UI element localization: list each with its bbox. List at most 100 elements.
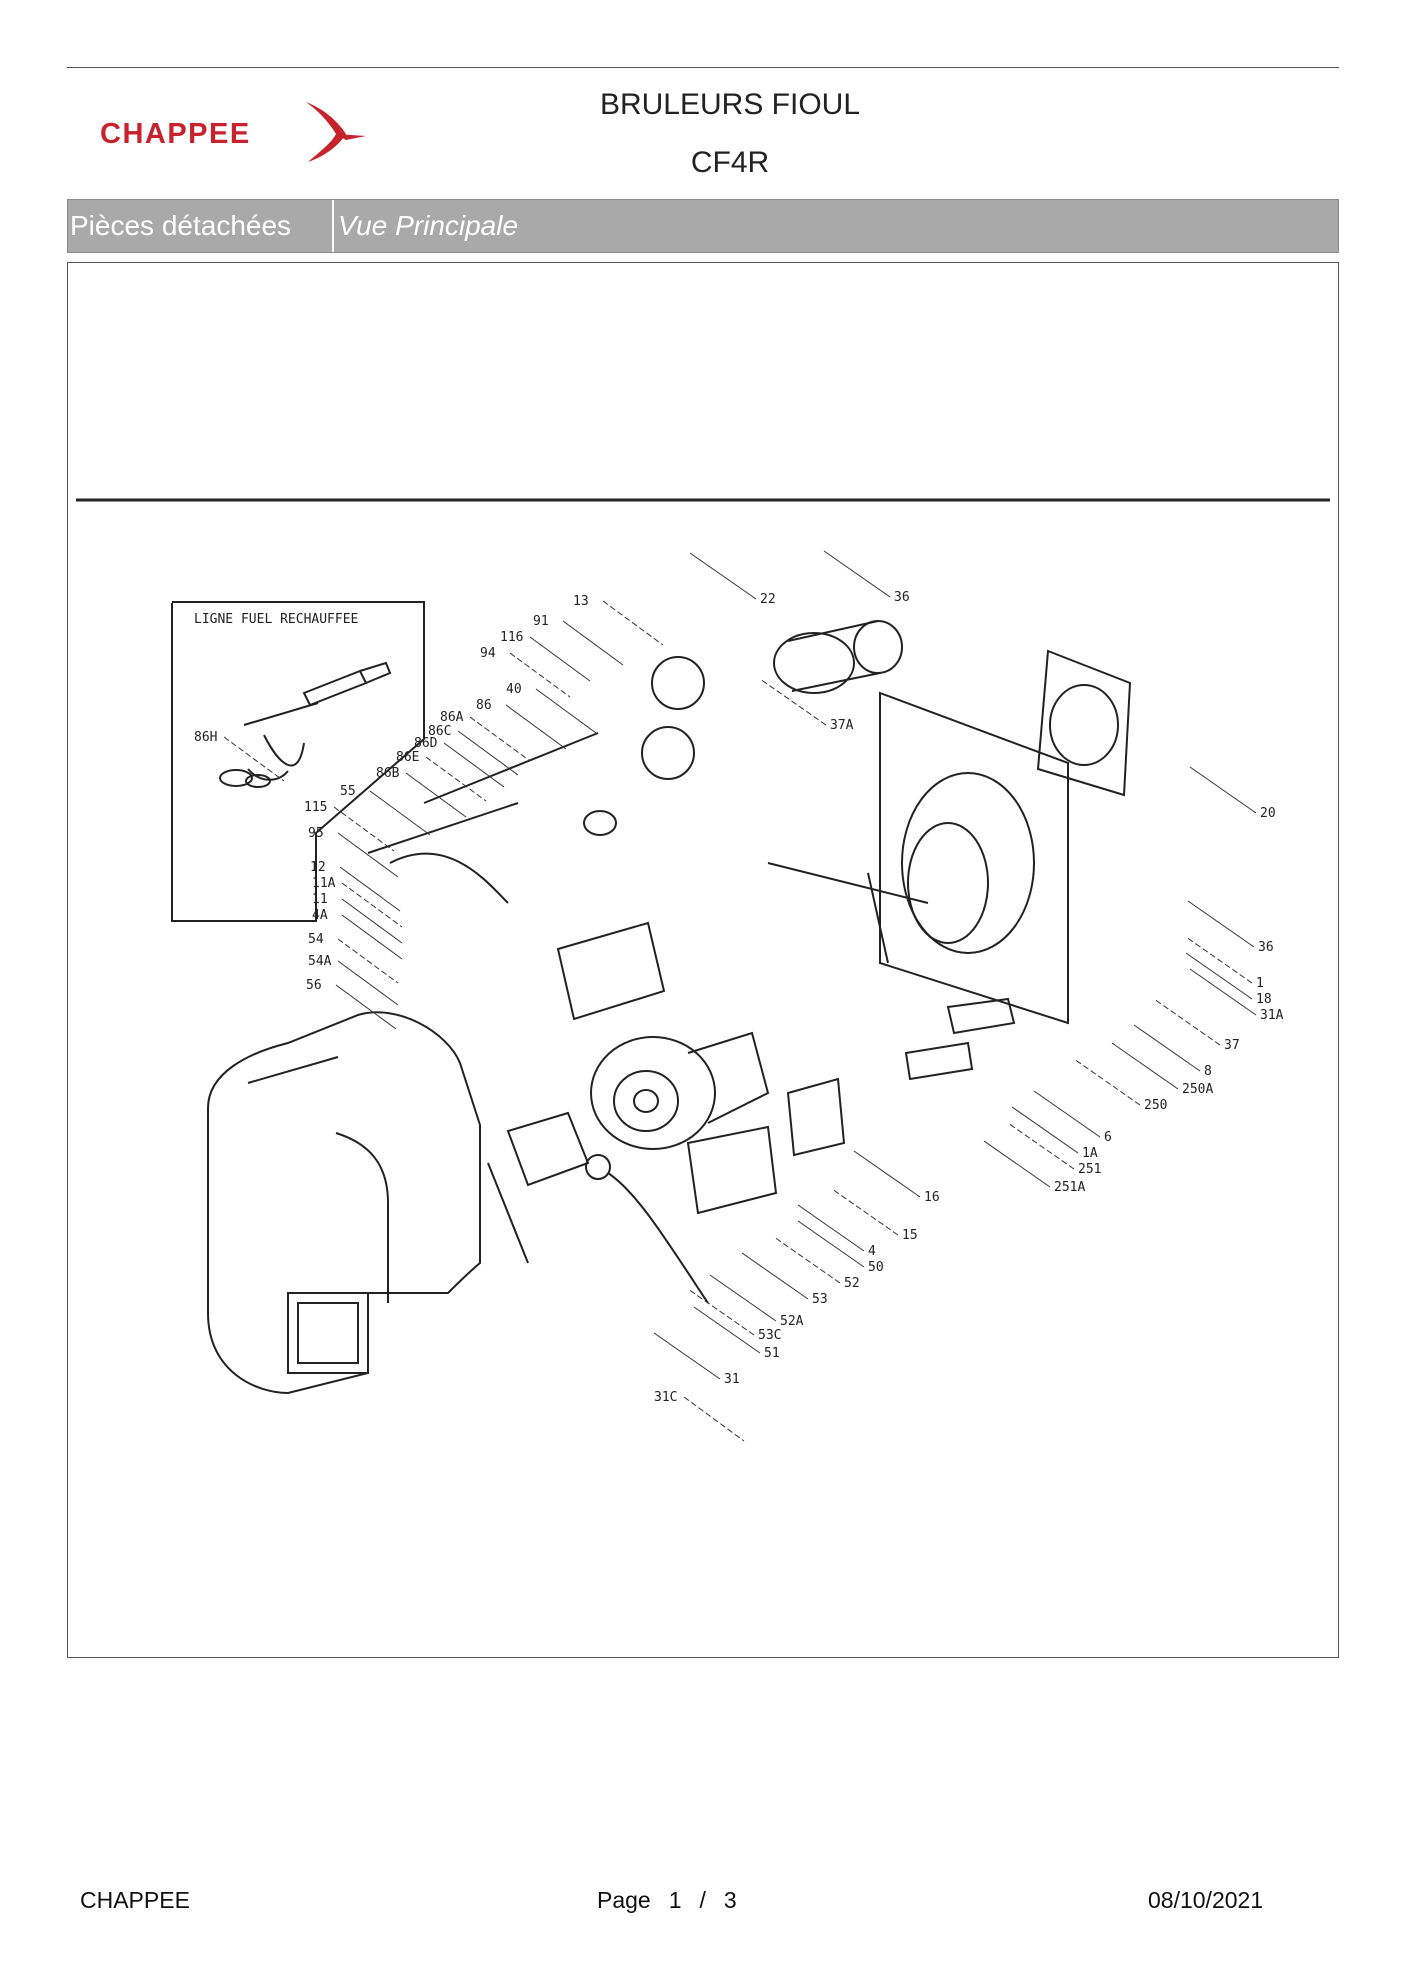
- flange-plate: [1036, 649, 1132, 797]
- callout-label: 54: [308, 932, 324, 947]
- top-rule: [67, 67, 1339, 68]
- callout-label: 36: [894, 590, 910, 605]
- callout-label: 53C: [758, 1328, 781, 1343]
- exploded-view-drawing: LIGNE FUEL RECHAUFFEE: [76, 498, 1330, 1442]
- callout-label: 53: [812, 1292, 828, 1307]
- inset-box: [171, 601, 425, 922]
- burner-cover: [207, 1011, 481, 1395]
- callout-label: 1A: [1082, 1146, 1098, 1161]
- callout-label: 6: [1104, 1130, 1112, 1145]
- callout-label: 13: [573, 594, 589, 609]
- callout-label: 86D: [414, 736, 438, 751]
- blast-tube: [773, 620, 903, 694]
- callout-label: 51: [764, 1346, 780, 1361]
- callout-label: 50: [868, 1260, 884, 1275]
- footer-brand: CHAPPEE: [80, 1887, 190, 1913]
- callout-label: 86H: [194, 730, 217, 745]
- callout-leader-line: [823, 550, 891, 598]
- callout-leader-line: [653, 1332, 721, 1380]
- callout-label: 12: [310, 860, 326, 875]
- callout-leader-line: [1189, 766, 1257, 814]
- callout-leader-line: [773, 1236, 841, 1284]
- callout-leader-line: [1007, 1122, 1075, 1170]
- callout-label: 36: [1258, 940, 1274, 955]
- footer-date: 08/10/2021: [1148, 1887, 1264, 1913]
- callout-leader-line: [1153, 998, 1221, 1046]
- callout-label: 11: [312, 892, 328, 907]
- callout-label: 91: [533, 614, 549, 629]
- callout-label: 95: [308, 826, 324, 841]
- callout-leader-line: [797, 1220, 865, 1268]
- callout-leader-line: [602, 600, 664, 646]
- callout-label: 86: [476, 698, 492, 713]
- callout-leader-line: [443, 742, 505, 788]
- brand-logo: CHAPPEE: [100, 100, 370, 164]
- section-category: Pièces détachées: [68, 200, 334, 252]
- callout-label: 94: [480, 646, 496, 661]
- logo-text: CHAPPEE: [100, 118, 251, 150]
- callout-leader-line: [983, 1140, 1051, 1188]
- callout-label: 115: [304, 800, 327, 815]
- callout-leader-line: [853, 1150, 921, 1198]
- callout-label: 4A: [312, 908, 328, 923]
- callout-label: 55: [340, 784, 356, 799]
- callout-label: 37: [1224, 1038, 1240, 1053]
- callout-leader-line: [1033, 1090, 1101, 1138]
- callout-leader-line: [535, 688, 597, 734]
- callout-label: 251A: [1054, 1180, 1085, 1195]
- callout-leader-line: [337, 938, 399, 984]
- section-view: Vue Principale: [338, 210, 519, 241]
- document-title: BRULEURS FIOUL: [599, 88, 861, 121]
- callout-leader-line: [1189, 968, 1257, 1016]
- callout-label: 86A: [440, 710, 464, 725]
- fuel-pump: [487, 1111, 709, 1304]
- callout-leader-line: [709, 1274, 777, 1322]
- callout-leader-line: [341, 914, 403, 960]
- callout-label: 86B: [376, 766, 400, 781]
- callout-leader-line: [223, 736, 285, 782]
- callout-label: 4: [868, 1244, 876, 1259]
- control-box: [556, 921, 846, 1215]
- callout-label: 86C: [428, 724, 451, 739]
- callout-label: 16: [924, 1190, 940, 1205]
- callout-leader-line: [341, 882, 403, 928]
- callout-leader-line: [1073, 1058, 1141, 1106]
- callout-leader-line: [469, 716, 531, 762]
- callout-leader-line: [457, 730, 519, 776]
- callout-leader-line: [1111, 1042, 1179, 1090]
- page-separator: /: [699, 1887, 706, 1913]
- page-current: 1: [668, 1887, 682, 1913]
- callout-label: 18: [1256, 992, 1272, 1007]
- callout-leader-line: [689, 552, 757, 600]
- terminal-blocks: [904, 997, 1016, 1081]
- callout-leader-line: [337, 960, 399, 1006]
- callout-leader-line: [341, 898, 403, 944]
- callout-label: 54A: [308, 954, 332, 969]
- callout-leader-line: [687, 1288, 755, 1336]
- callout-leader-line: [369, 790, 431, 836]
- callout-label: 250A: [1182, 1082, 1213, 1097]
- page-label: Page: [597, 1887, 651, 1913]
- callout-label: 52A: [780, 1314, 804, 1329]
- callout-label: 52: [844, 1276, 860, 1291]
- model-name: CF4R: [690, 146, 770, 179]
- callout-leader-line: [405, 772, 467, 818]
- logo-arrow-icon: [306, 102, 366, 162]
- callout-label: 11A: [312, 876, 336, 891]
- nozzle-line: [367, 656, 705, 904]
- inset-title: LIGNE FUEL RECHAUFFEE: [194, 612, 358, 627]
- callout-label: 22: [760, 592, 776, 607]
- callout-label: 1: [1256, 976, 1264, 991]
- callout-leader-line: [1011, 1106, 1079, 1154]
- callout-leader-line: [1133, 1024, 1201, 1072]
- callout-leader-line: [529, 636, 591, 682]
- callout-label: 116: [500, 630, 523, 645]
- callout-label: 37A: [830, 718, 854, 733]
- callout-leader-line: [337, 832, 399, 878]
- callout-leader-line: [759, 678, 827, 726]
- callout-leader-line: [1187, 900, 1255, 948]
- callout-leader-line: [797, 1204, 865, 1252]
- callout-label: 20: [1260, 806, 1276, 821]
- callout-leader-line: [1185, 952, 1253, 1000]
